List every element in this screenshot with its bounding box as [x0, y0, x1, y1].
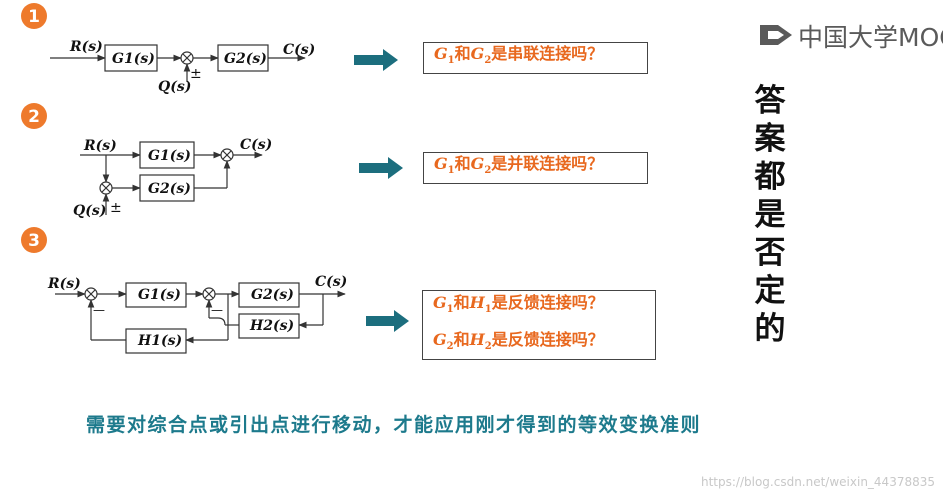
symbol: G: [433, 292, 447, 312]
watermark: https://blog.csdn.net/weixin_44378835: [700, 475, 935, 489]
joiner: 和: [454, 154, 471, 174]
joiner: 和: [453, 330, 470, 349]
side-char: 都: [754, 159, 786, 195]
d2-label-C: C(s): [240, 137, 272, 153]
subscript: 1: [446, 304, 454, 315]
section-badge-3: 3: [21, 227, 47, 253]
diagram-feedback: [55, 282, 346, 354]
diagram-parallel: [80, 141, 263, 215]
question-box-1: G1和G2是串联连接吗？: [423, 42, 648, 74]
joiner: 和: [454, 44, 471, 64]
question-tail: 是反馈连接吗？: [491, 292, 604, 312]
mooc-logo-icon: [760, 25, 792, 45]
d1-sign-pm: ±: [190, 66, 202, 82]
symbol: G: [434, 154, 448, 174]
d2-block-G1: G1(s): [148, 148, 191, 164]
section-badge-1: 1: [21, 3, 47, 29]
side-char: 否: [754, 235, 786, 271]
question-tail: 是并联连接吗？: [491, 154, 604, 174]
diagram-series: [50, 44, 306, 82]
subscript: 2: [484, 55, 492, 67]
d1-label-R: R(s): [69, 39, 103, 55]
side-char: 是: [754, 197, 786, 233]
question-line: G1和G2是并联连接吗？: [434, 149, 637, 186]
side-answer-text: 答 案 都 是 否 定 的: [752, 82, 788, 348]
badge-number-1: 1: [28, 7, 40, 27]
arrow-right-icon: [354, 49, 398, 71]
subscript: 2: [484, 341, 492, 353]
d2-block-G2: G2(s): [148, 181, 191, 197]
question-tail: 是反馈连接吗？: [491, 330, 604, 349]
subscript: 1: [447, 165, 455, 177]
question-box-2: G1和G2是并联连接吗？: [423, 152, 648, 184]
symbol: G: [434, 44, 448, 64]
symbol: H: [469, 330, 485, 349]
symbol: G: [433, 330, 447, 349]
d3-block-G1: G1(s): [138, 287, 181, 303]
badge-number-3: 3: [28, 231, 40, 251]
question-box-3: G1和H1是反馈连接吗？ G2和H2是反馈连接吗？: [422, 290, 656, 360]
arrow-right-icon: [366, 310, 409, 332]
side-char: 答: [754, 83, 786, 119]
logo-text: 中国大学MOOC: [798, 23, 943, 52]
d3-block-H2: H2(s): [249, 318, 294, 334]
subscript: 2: [484, 165, 492, 177]
d3-label-C: C(s): [315, 274, 347, 290]
d3-label-R: R(s): [47, 276, 81, 292]
d3-sign-minus-1: —: [93, 303, 105, 317]
subscript: 1: [484, 304, 492, 315]
question-line: G2和H2是反馈连接吗？: [433, 325, 645, 362]
teal-arrows: [354, 49, 409, 332]
question-line: G1和G2是串联连接吗？: [434, 39, 637, 76]
subscript: 2: [446, 341, 454, 353]
d3-block-G2: G2(s): [251, 287, 294, 303]
question-tail: 是串联连接吗？: [491, 44, 604, 64]
side-char: 案: [754, 121, 786, 157]
symbol: G: [470, 154, 485, 174]
symbol: H: [469, 292, 485, 312]
d3-block-H1: H1(s): [137, 333, 182, 349]
mooc-logo: 中国大学MOOC: [758, 18, 943, 54]
footer-note: 需要对综合点或引出点进行移动，才能应用刚才得到的等效变换准则: [86, 414, 702, 436]
d3-sign-minus-2: —: [211, 303, 223, 317]
question-line: G1和H1是反馈连接吗？: [433, 288, 645, 325]
symbol: G: [470, 44, 485, 64]
side-char: 的: [754, 311, 786, 347]
arrow-right-icon: [359, 157, 403, 179]
subscript: 1: [447, 55, 455, 67]
section-badge-2: 2: [21, 103, 47, 129]
d1-block-G2: G2(s): [224, 51, 267, 67]
d1-label-Q: Q(s): [158, 79, 191, 95]
d1-label-C: C(s): [283, 42, 315, 58]
badge-number-2: 2: [28, 107, 40, 127]
joiner: 和: [453, 292, 470, 312]
d2-label-Q: Q(s): [73, 203, 106, 219]
d2-label-R: R(s): [83, 138, 117, 154]
d2-sign-pm: ±: [110, 200, 122, 216]
d1-block-G1: G1(s): [112, 51, 155, 67]
side-char: 定: [754, 273, 786, 309]
